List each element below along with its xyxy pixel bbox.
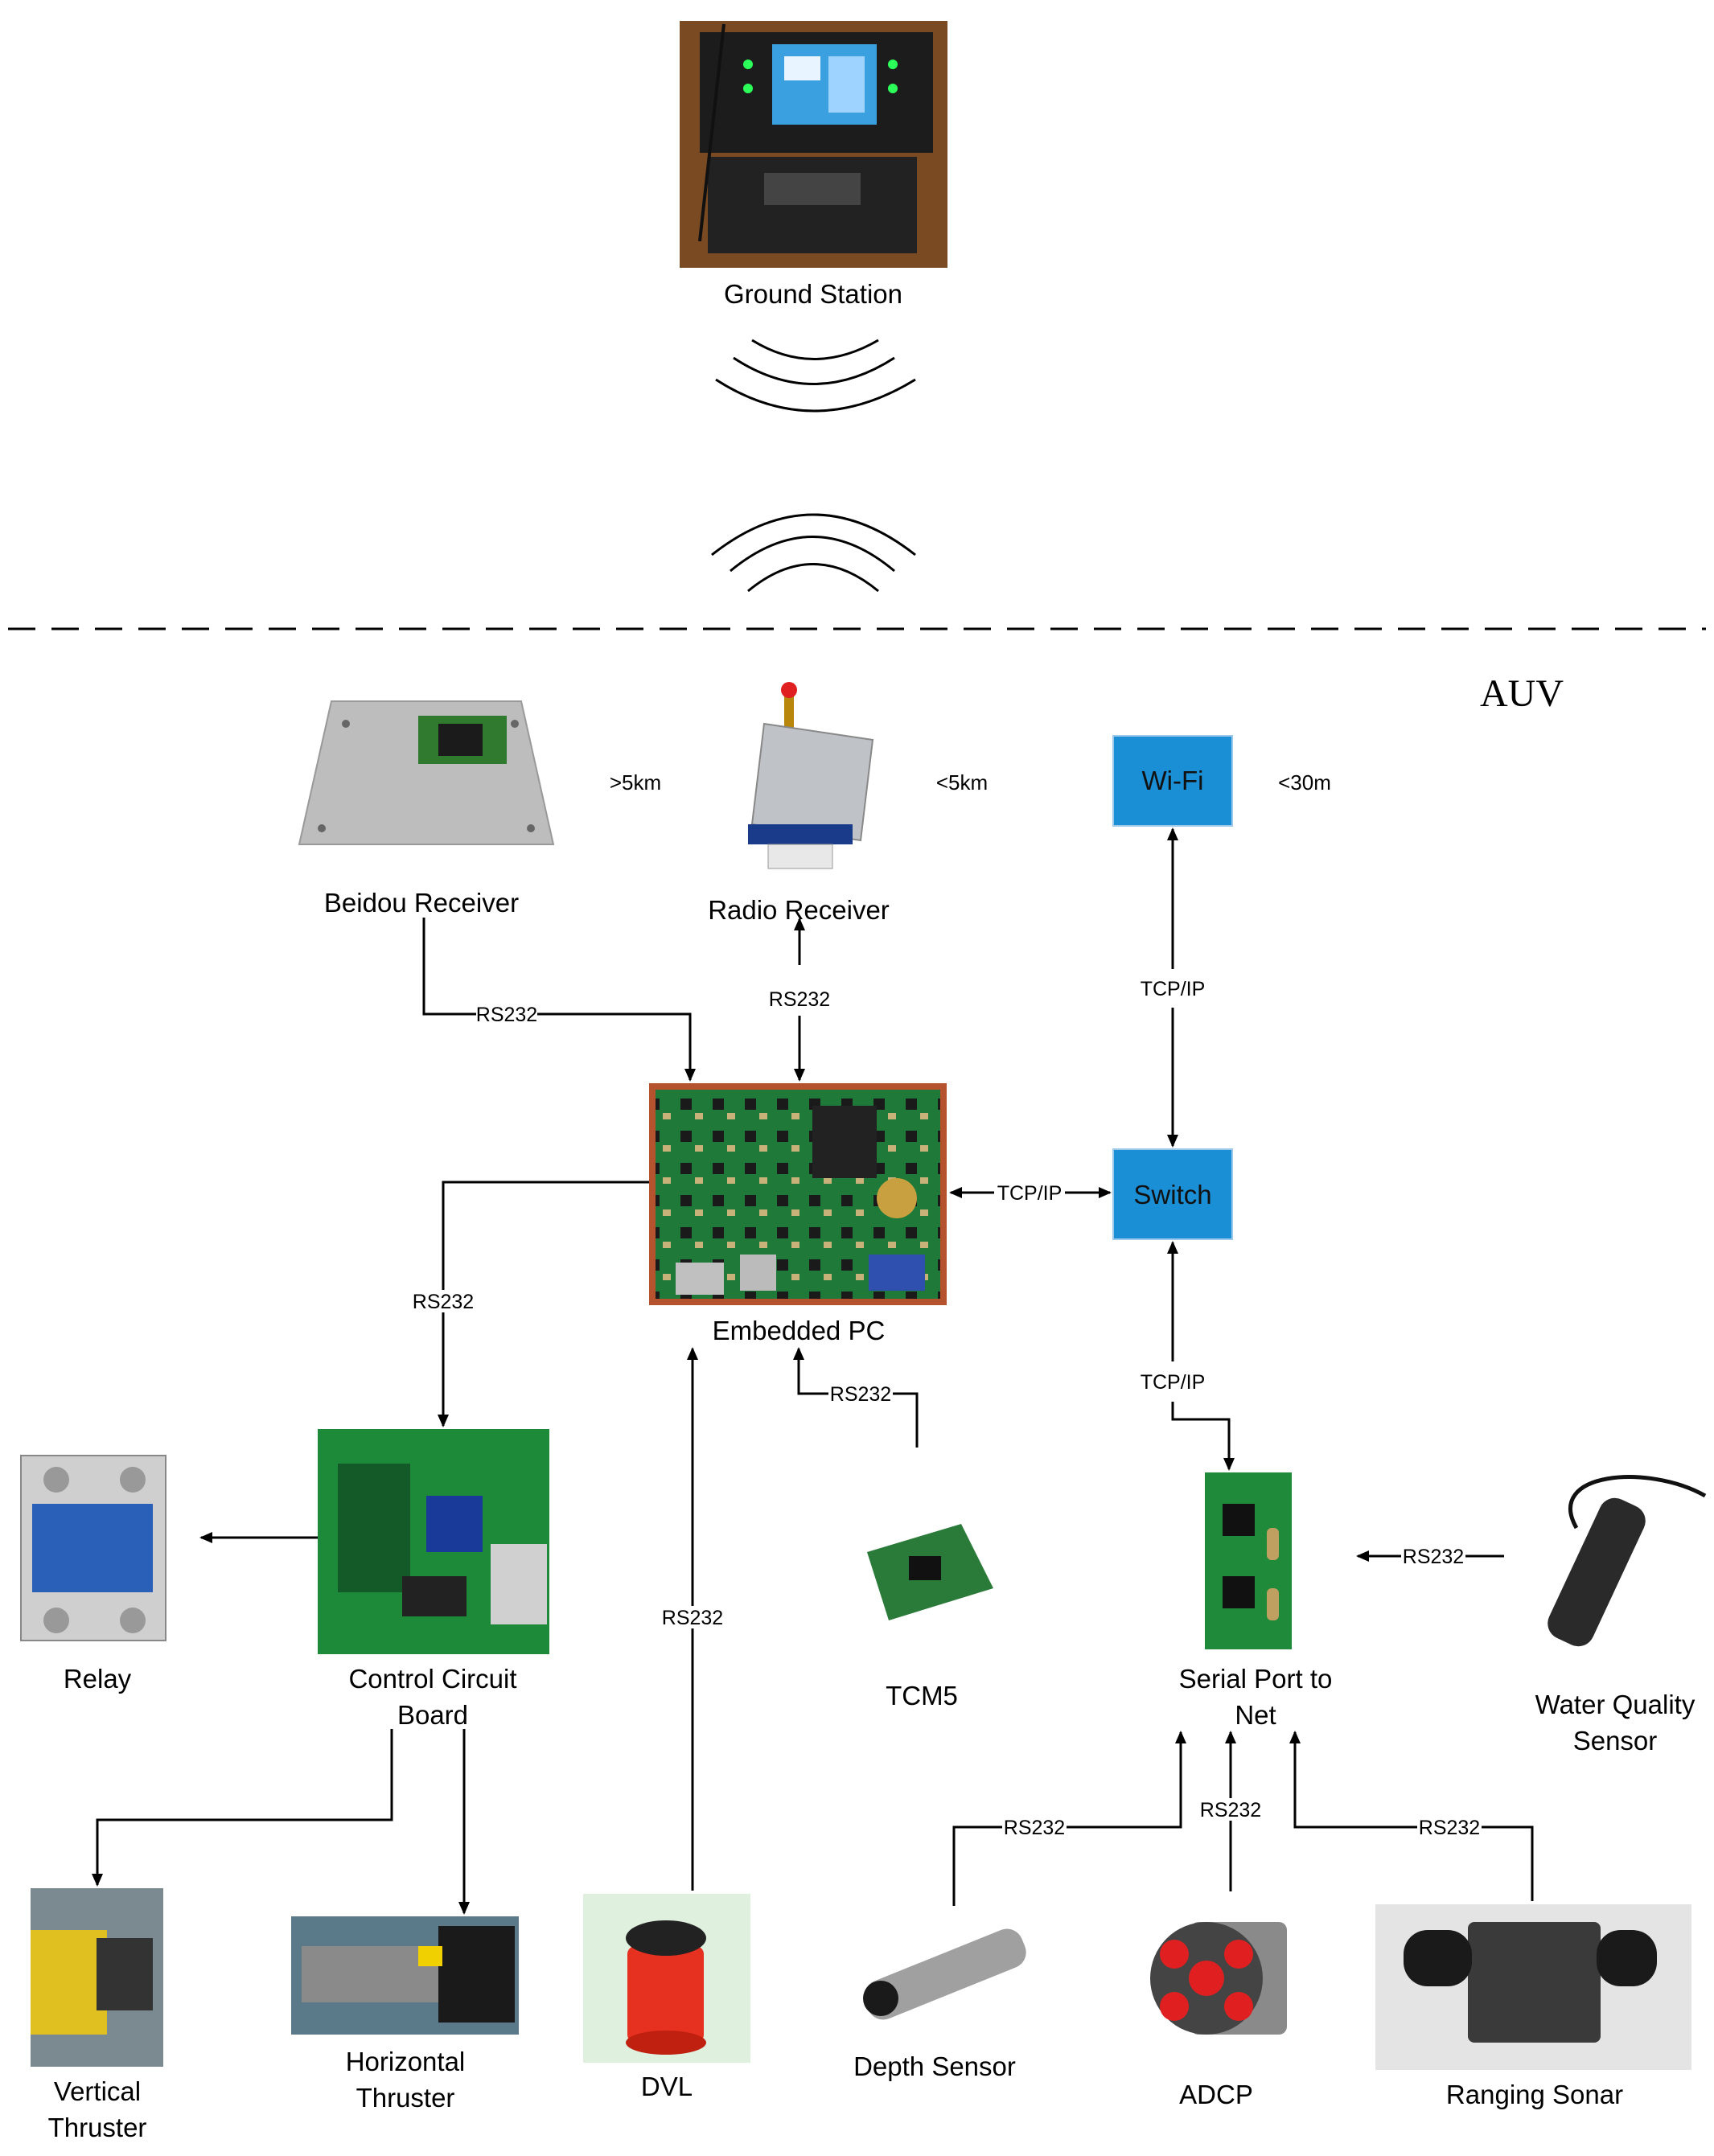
horizontal-thruster-label-line1: Horizontal (346, 2047, 466, 2076)
beidou-receiver-label: Beidou Receiver (324, 888, 519, 918)
sonar-link-label: RS232 (1419, 1817, 1480, 1839)
control-board-link-label: RS232 (413, 1291, 474, 1313)
water-quality-sensor: Water Quality Sensor (1535, 1475, 1707, 1756)
serial-port-label-line2: Net (1235, 1700, 1276, 1730)
ranging-sonar-label: Ranging Sonar (1446, 2080, 1623, 2109)
wifi-label: Wi-Fi (1142, 766, 1204, 795)
dvl-link-label: RS232 (662, 1607, 723, 1629)
water-quality-label-line1: Water Quality (1535, 1690, 1696, 1719)
serial-switch-link-label: TCP/IP (1141, 1371, 1206, 1394)
control-circuit-board-photo (318, 1429, 549, 1654)
vertical-thruster-label-line1: Vertical (54, 2076, 141, 2106)
serial-port-label-line1: Serial Port to (1179, 1664, 1333, 1694)
beidou-receiver: Beidou Receiver >5km (298, 700, 661, 918)
switch-box (1112, 1148, 1233, 1240)
pc-to-control-board-link (438, 1181, 649, 1427)
tcm5-label: TCM5 (886, 1681, 958, 1710)
control-board-label-line2: Board (397, 1700, 468, 1730)
wifi-box (1112, 735, 1233, 827)
beidou-receiver-photo (298, 700, 555, 845)
radio-receiver-photo (748, 682, 874, 869)
ranging-sonar: Ranging Sonar (1375, 1904, 1691, 2109)
serial-port-to-net: Serial Port to Net (1179, 1472, 1333, 1730)
sonar-to-serial-link (1289, 1731, 1534, 1901)
depth-to-serial-link (952, 1731, 1186, 1906)
vertical-thruster-label-line2: Thruster (48, 2113, 147, 2142)
control-board-to-vertical-thruster-link (92, 1729, 393, 1887)
depth-sensor-label: Depth Sensor (853, 2051, 1016, 2081)
pc-switch-link-label: TCP/IP (997, 1182, 1063, 1205)
depth-sensor: Depth Sensor (853, 1928, 1026, 2081)
wireless-signal-icon (711, 339, 916, 593)
embedded-pc-label: Embedded PC (713, 1316, 886, 1345)
beidou-range-label: >5km (610, 770, 661, 795)
radio-receiver: Radio Receiver <5km (708, 682, 988, 925)
adcp-link-label: RS232 (1200, 1799, 1261, 1821)
control-circuit-board: Control Circuit Board (318, 1429, 549, 1730)
radio-link-label: RS232 (769, 988, 830, 1011)
wifi-link-label: TCP/IP (1141, 978, 1206, 1000)
tcm5: TCM5 (867, 1524, 993, 1710)
depth-sensor-photo (863, 1928, 1026, 2020)
control-board-label-line1: Control Circuit (348, 1664, 516, 1694)
horizontal-thruster-label-line2: Thruster (356, 2083, 455, 2113)
beidou-to-pc-link (422, 918, 696, 1082)
ground-station-photo (680, 21, 947, 268)
water-quality-link-label: RS232 (1403, 1546, 1464, 1568)
dvl-label: DVL (641, 2072, 693, 2101)
serial-port-photo (1205, 1472, 1292, 1649)
wifi-range-label: <30m (1278, 770, 1331, 795)
beidou-link-label: RS232 (476, 1004, 537, 1026)
radio-range-label: <5km (936, 770, 988, 795)
horizontal-thruster: Horizontal Thruster (291, 1916, 519, 2113)
embedded-pc-photo (649, 1083, 947, 1305)
depth-link-label: RS232 (1004, 1817, 1065, 1839)
horizontal-thruster-photo (291, 1916, 519, 2035)
embedded-pc: Embedded PC (649, 1083, 947, 1345)
ground-station: Ground Station (680, 21, 947, 309)
relay: Relay (20, 1455, 166, 1694)
vertical-thruster-photo (31, 1888, 163, 2067)
relay-label: Relay (64, 1664, 132, 1694)
dvl-photo (583, 1894, 750, 2063)
dvl: DVL (583, 1894, 750, 2101)
ground-station-label: Ground Station (724, 279, 902, 309)
auv-region-label: AUV (1480, 672, 1564, 715)
relay-photo (20, 1455, 166, 1641)
vertical-thruster: Vertical Thruster (31, 1888, 163, 2142)
wifi-module: Wi-Fi <30m (1112, 735, 1331, 827)
adcp-label: ADCP (1179, 2080, 1253, 2109)
adcp: ADCP (1150, 1922, 1287, 2109)
switch-label: Switch (1133, 1180, 1211, 1209)
tcm5-photo (867, 1524, 993, 1620)
tcm5-link-label: RS232 (830, 1383, 891, 1406)
switch-to-serial-link (1171, 1402, 1235, 1471)
adcp-photo (1150, 1922, 1287, 2035)
water-quality-label-line2: Sensor (1573, 1726, 1658, 1756)
ranging-sonar-photo (1375, 1904, 1691, 2070)
water-quality-sensor-photo (1548, 1475, 1707, 1647)
switch: Switch (1112, 1148, 1233, 1240)
